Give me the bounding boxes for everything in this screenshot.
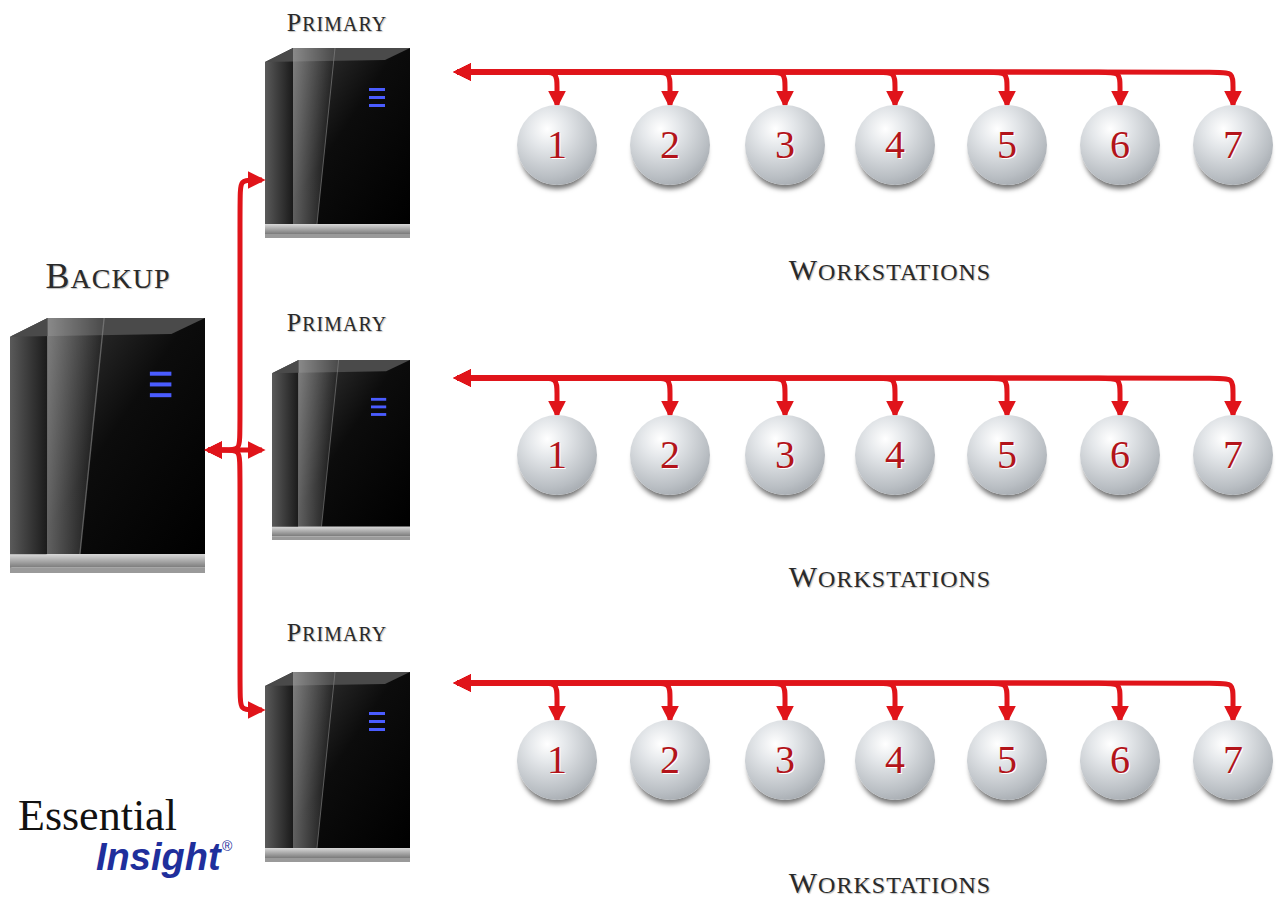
network-link — [457, 378, 670, 415]
network-link — [457, 378, 785, 415]
workstation-circle: 5 — [967, 105, 1047, 185]
workstation-circle: 2 — [630, 105, 710, 185]
primary-server — [272, 360, 410, 540]
network-link — [457, 72, 1007, 105]
workstation-circle: 5 — [967, 415, 1047, 495]
workstation-circle: 5 — [967, 720, 1047, 800]
network-link — [457, 378, 557, 415]
workstation-number: 3 — [775, 125, 795, 165]
workstation-circle: 2 — [630, 720, 710, 800]
network-link — [457, 72, 785, 105]
group-caption: WORKSTATIONS — [789, 866, 991, 900]
workstation-number: 7 — [1223, 125, 1243, 165]
workstation-circle: 3 — [745, 415, 825, 495]
workstation-number: 6 — [1110, 435, 1130, 475]
workstation-number: 5 — [997, 125, 1017, 165]
network-link — [457, 72, 670, 105]
workstation-circle: 1 — [517, 105, 597, 185]
workstation-circle: 3 — [745, 720, 825, 800]
logo-word: Essential — [18, 790, 177, 841]
network-link — [208, 450, 262, 710]
network-link — [457, 683, 785, 720]
workstation-circle: 6 — [1080, 105, 1160, 185]
workstation-circle: 7 — [1193, 105, 1273, 185]
workstation-circle: 6 — [1080, 720, 1160, 800]
workstation-circle: 6 — [1080, 415, 1160, 495]
backup-heading: BACKUP — [8, 255, 208, 297]
logo-word: Insight — [96, 836, 221, 879]
workstation-number: 6 — [1110, 740, 1130, 780]
workstation-number: 3 — [775, 740, 795, 780]
network-link — [457, 683, 895, 720]
network-link — [457, 683, 1233, 720]
workstation-number: 7 — [1223, 435, 1243, 475]
primary-server — [265, 672, 410, 862]
primary-heading: PRIMARY — [262, 308, 412, 338]
workstation-number: 2 — [660, 125, 680, 165]
workstation-number: 2 — [660, 740, 680, 780]
workstation-number: 5 — [997, 740, 1017, 780]
registered-mark: ® — [222, 838, 232, 854]
workstation-circle: 3 — [745, 105, 825, 185]
workstation-circle: 1 — [517, 720, 597, 800]
workstation-circle: 4 — [855, 415, 935, 495]
primary-server: PRIMARY — [262, 8, 457, 240]
workstation-number: 1 — [547, 435, 567, 475]
workstation-number: 4 — [885, 125, 905, 165]
workstation-circle: 7 — [1193, 720, 1273, 800]
backup-server: BACKUP — [8, 255, 208, 577]
network-link — [457, 72, 895, 105]
primary-server: PRIMARY — [262, 308, 457, 540]
primary-heading: PRIMARY — [262, 618, 412, 648]
workstation-number: 1 — [547, 125, 567, 165]
network-link — [457, 72, 1120, 105]
workstation-number: 4 — [885, 740, 905, 780]
network-link — [457, 378, 1007, 415]
workstation-number: 2 — [660, 435, 680, 475]
network-link — [457, 378, 1120, 415]
primary-server — [265, 48, 410, 238]
group-caption: WORKSTATIONS — [789, 560, 991, 594]
workstation-number: 6 — [1110, 125, 1130, 165]
network-link — [457, 683, 1120, 720]
network-link — [457, 72, 1233, 105]
workstation-number: 1 — [547, 740, 567, 780]
workstation-circle: 7 — [1193, 415, 1273, 495]
workstation-circle: 4 — [855, 720, 935, 800]
network-link — [457, 683, 670, 720]
network-link — [457, 72, 557, 105]
group-caption: WORKSTATIONS — [789, 253, 991, 287]
backup-server — [10, 318, 205, 573]
workstation-circle: 4 — [855, 105, 935, 185]
primary-heading: PRIMARY — [262, 8, 412, 38]
workstation-number: 7 — [1223, 740, 1243, 780]
workstation-number: 4 — [885, 435, 905, 475]
workstation-circle: 2 — [630, 415, 710, 495]
network-link — [457, 683, 1007, 720]
workstation-circle: 1 — [517, 415, 597, 495]
workstation-number: 5 — [997, 435, 1017, 475]
workstation-number: 3 — [775, 435, 795, 475]
network-link — [457, 378, 1233, 415]
primary-server: PRIMARY — [262, 618, 457, 864]
network-link — [457, 683, 557, 720]
network-link — [208, 180, 262, 450]
network-link — [457, 378, 895, 415]
